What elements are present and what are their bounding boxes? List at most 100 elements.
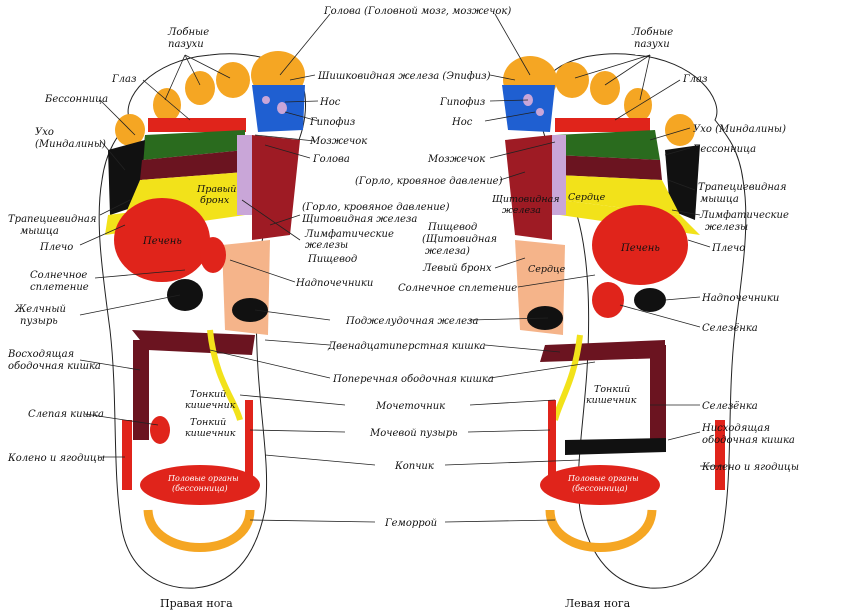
label-l-pituitary: Гипофиз — [439, 97, 485, 108]
left-foot-labels: Лобные пазухи Глаз Гипофиз Нос Ухо (Минд… — [355, 27, 799, 493]
right-liver — [114, 198, 210, 282]
caption-left-foot: Левая нога — [565, 597, 631, 610]
label-l-insomnia: Бессонница — [692, 144, 756, 155]
label-l-si-1: Тонкий — [594, 384, 630, 395]
label-r-genitals-2: (бессонница) — [172, 484, 228, 493]
right-knee-zone — [122, 420, 132, 490]
left-maroon-band — [555, 155, 662, 180]
right-toe-4 — [153, 88, 181, 122]
label-l-esophagus-2: (Щитовидная — [422, 234, 497, 245]
label-r-genitals-1: Половые органы — [167, 474, 239, 483]
left-lilac-strip — [552, 135, 566, 215]
right-ascending-colon — [133, 340, 149, 440]
label-l-trapezius-2: мышца — [700, 194, 739, 205]
right-pituitary-dot — [277, 102, 287, 114]
left-adrenal — [634, 288, 666, 312]
label-l-si-2: кишечник — [586, 395, 637, 406]
label-r-solar-2: сплетение — [30, 282, 89, 293]
label-r-asc-2: ободочная кишка — [8, 361, 101, 372]
right-small-intestine-strip — [245, 400, 253, 480]
right-ureter — [207, 329, 243, 421]
right-maroon-band — [140, 150, 245, 180]
left-ear-zone — [665, 145, 700, 220]
label-r-liver: Печень — [142, 236, 182, 247]
right-foot — [98, 51, 307, 589]
label-l-desc-1: Нисходящая — [701, 423, 770, 434]
right-foot-labels: Лобные пазухи Глаз Бессонница Ухо (Минда… — [7, 27, 450, 493]
label-r-si-2: кишечник — [185, 400, 236, 411]
left-eye-zone — [555, 118, 650, 132]
label-r-pituitary: Гипофиз — [309, 117, 355, 128]
label-coccyx: Копчик — [394, 461, 434, 472]
left-descending-colon — [650, 345, 666, 450]
label-r-throat: (Горло, кровяное давление) — [302, 202, 450, 213]
label-r-ear-1: Ухо — [35, 127, 54, 138]
left-thyroid-zone — [505, 135, 552, 240]
right-gallbladder — [167, 279, 203, 311]
label-ureter: Мочеточник — [375, 401, 445, 412]
label-l-cerebellum: Мозжечок — [427, 154, 485, 165]
label-hemorrhoid: Геморрой — [384, 518, 437, 529]
label-r-gall-1: Желчный — [14, 304, 66, 315]
label-r-head: Голова — [312, 154, 350, 165]
left-knee-zone — [715, 420, 725, 490]
left-toe-2 — [555, 62, 589, 98]
label-r-lymph-2: железы — [305, 240, 348, 251]
label-l-adrenal: Надпочечники — [701, 293, 779, 304]
label-r-trapezius-1: Трапециевидная — [8, 214, 97, 225]
label-r-si-4: кишечник — [185, 428, 236, 439]
left-small-intestine-strip — [548, 400, 556, 480]
label-r-esophagus: Пищевод — [307, 254, 357, 265]
label-r-si-3: Тонкий — [190, 417, 226, 428]
label-r-thyroid: Щитовидная железа — [302, 214, 417, 225]
left-yellow-band — [557, 175, 680, 215]
label-r-shoulder: Плечо — [39, 242, 73, 253]
right-cecum — [150, 416, 170, 444]
left-genitals — [540, 465, 660, 505]
label-l-genitals-2: (бессонница) — [572, 484, 628, 493]
label-duodenum: Двенадцатиперстная кишка — [327, 341, 486, 352]
right-lilac-strip — [237, 135, 252, 215]
left-toe-4 — [624, 88, 652, 122]
left-liver — [592, 205, 688, 285]
left-transverse-colon — [540, 340, 665, 362]
label-bladder: Мочевой пузырь — [369, 428, 458, 439]
right-eye-zone — [148, 118, 246, 132]
caption-right-foot: Правая нога — [160, 597, 233, 610]
left-descending-bottom — [565, 438, 666, 455]
left-ureter — [552, 334, 583, 421]
left-foot — [502, 53, 747, 589]
label-r-si-1: Тонкий — [190, 389, 226, 400]
right-hemorrhoid — [143, 509, 255, 552]
label-l-esophagus-1: Пищевод — [427, 222, 477, 233]
label-l-heart: Сердце — [568, 192, 606, 203]
label-l-genitals-1: Половые органы — [567, 474, 639, 483]
label-pancreas: Поджелудочная железа — [345, 316, 478, 327]
label-r-trapezius-2: мышца — [20, 226, 59, 237]
label-l-desc-2: ободочная кишка — [702, 435, 795, 446]
right-transverse-colon — [132, 330, 255, 355]
label-l-lymph-2: железы — [705, 222, 748, 233]
label-r-frontal-1: Лобные — [167, 27, 209, 38]
label-l-thyroid-1: Щитовидная — [492, 194, 560, 205]
left-nose-dot — [536, 108, 544, 116]
right-adrenal — [232, 298, 268, 322]
left-green-band — [555, 130, 660, 160]
right-toe-2 — [216, 62, 250, 98]
label-l-bronchus: Левый бронх — [422, 263, 492, 274]
label-pineal: Шишковидная железа (Эпифиз) — [317, 71, 491, 82]
label-l-ear: Ухо (Миндалины) — [693, 124, 786, 135]
label-head: Голова (Головной мозг, мозжечок) — [323, 6, 511, 17]
label-r-knee: Колено и ягодицы — [7, 453, 105, 464]
label-l-spleen: Селезёнка — [702, 323, 758, 334]
label-center-throat: (Горло, кровяное давление) — [355, 176, 503, 187]
label-l-shoulder: Плечо — [711, 243, 745, 254]
label-r-gall-2: пузырь — [20, 316, 58, 327]
left-spleen — [592, 282, 624, 318]
label-transverse-colon: Поперечная ободочная кишка — [332, 374, 494, 385]
right-genitals — [140, 465, 260, 505]
label-r-cerebellum: Мозжечок — [309, 136, 367, 147]
label-l-nose: Нос — [451, 117, 473, 128]
